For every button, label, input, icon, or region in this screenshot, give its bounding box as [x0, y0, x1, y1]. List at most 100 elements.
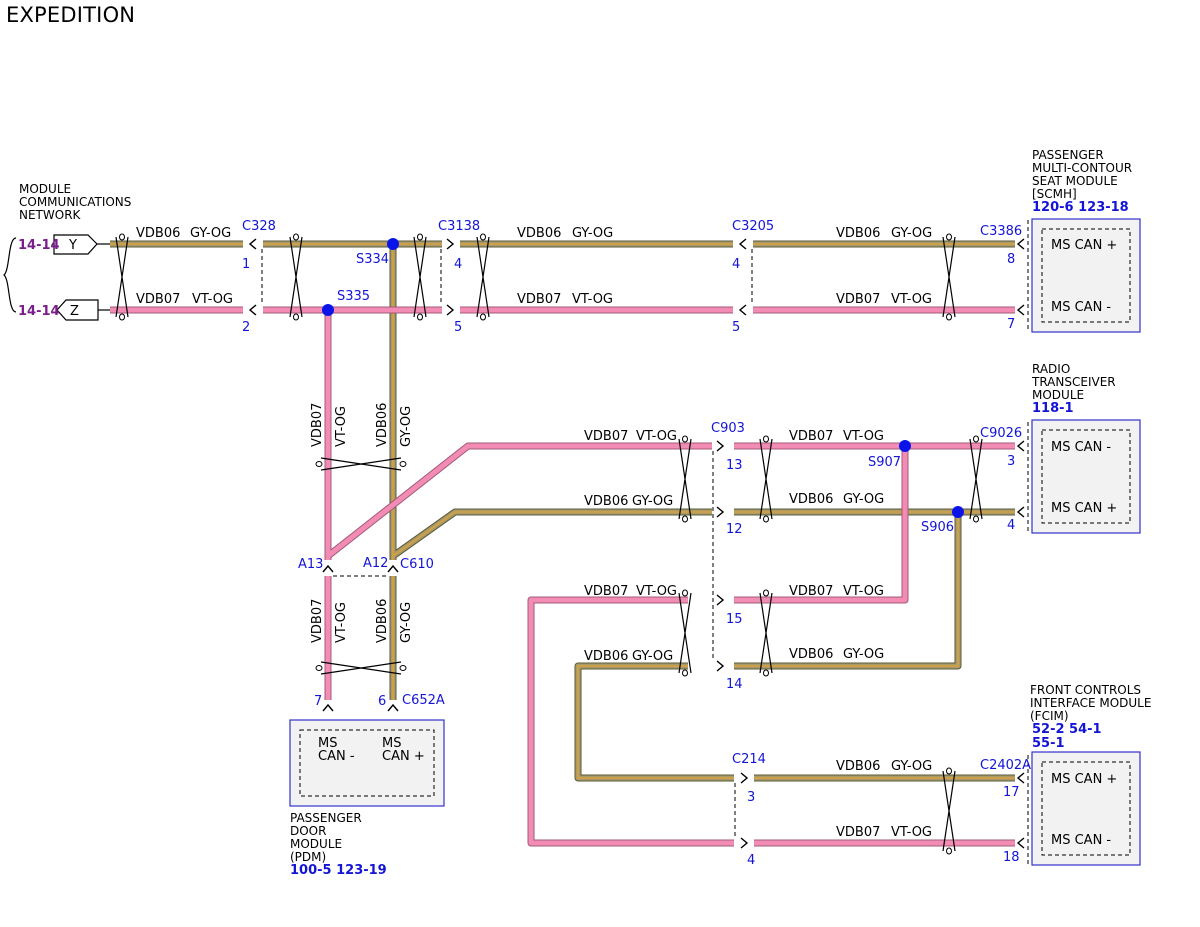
rtm-module-box	[1031, 419, 1141, 534]
connector-c328: C328	[242, 219, 276, 234]
circuit-label: VDB06	[517, 226, 561, 241]
color-label: GY-OG	[891, 759, 932, 774]
svg-text:5: 5	[732, 320, 740, 335]
svg-text:CAN +: CAN +	[382, 749, 425, 764]
mcn-ref-y[interactable]: 14-14	[18, 238, 60, 253]
svg-text:7: 7	[1007, 317, 1015, 332]
connector-c3386: C3386	[980, 224, 1022, 239]
color-label: VT-OG	[334, 406, 349, 447]
splice-dots	[322, 238, 964, 518]
svg-text:INTERFACE MODULE: INTERFACE MODULE	[1030, 696, 1151, 710]
color-label: GY-OG	[632, 494, 673, 509]
svg-text:3: 3	[1007, 454, 1015, 469]
svg-text:8: 8	[1007, 252, 1015, 267]
circuit-label: VDB06	[375, 403, 390, 447]
color-label: GY-OG	[190, 226, 231, 241]
connector-c214: C214	[732, 752, 766, 767]
svg-text:3: 3	[747, 790, 755, 805]
fcim-labels: FRONT CONTROLS INTERFACE MODULE (FCIM) 5…	[1030, 683, 1151, 848]
mcn-arrows	[3, 234, 110, 321]
connector-a13: A13	[298, 557, 323, 572]
module-boxes	[289, 218, 1141, 866]
svg-text:13: 13	[726, 458, 743, 473]
splice-label-s334: S334	[356, 252, 389, 267]
circuit-label: VDB06	[136, 226, 180, 241]
svg-text:[SCMH]: [SCMH]	[1032, 187, 1077, 201]
connector-c3138: C3138	[438, 219, 480, 234]
svg-text:PASSENGER: PASSENGER	[290, 811, 362, 825]
scmh-refs[interactable]: 120-6 123-18	[1032, 200, 1129, 215]
arrow-z-icon	[56, 299, 99, 321]
splice-label-s335: S335	[337, 289, 370, 304]
color-label: VT-OG	[891, 292, 932, 307]
circuit-label: VDB07	[836, 825, 880, 840]
svg-text:TRANSCEIVER: TRANSCEIVER	[1031, 375, 1116, 389]
svg-text:RADIO: RADIO	[1032, 362, 1070, 376]
color-label: VT-OG	[636, 584, 677, 599]
svg-text:SEAT MODULE: SEAT MODULE	[1032, 174, 1118, 188]
scmh-module-box	[1031, 218, 1141, 333]
color-label: GY-OG	[572, 226, 613, 241]
color-label: VT-OG	[334, 602, 349, 643]
svg-text:4: 4	[454, 257, 462, 272]
color-label: VT-OG	[843, 429, 884, 444]
svg-text:CAN -: CAN -	[318, 749, 355, 764]
svg-text:17: 17	[1003, 785, 1020, 800]
color-label: GY-OG	[843, 647, 884, 662]
pdm-refs[interactable]: 100-5 123-19	[290, 863, 387, 878]
pdm-labels: PASSENGER DOOR MODULE (PDM) 100-5 123-19…	[290, 736, 425, 878]
arrow-y-icon	[53, 234, 98, 255]
splice-label-s906: S906	[921, 520, 954, 535]
mcn-label-line3: NETWORK	[19, 208, 82, 222]
connector-dashes	[261, 220, 1029, 865]
page-title: EXPEDITION	[6, 3, 136, 27]
svg-text:1: 1	[242, 257, 250, 272]
color-label: GY-OG	[632, 649, 673, 664]
svg-text:MS CAN +: MS CAN +	[1051, 238, 1117, 253]
svg-text:MS CAN -: MS CAN -	[1051, 440, 1111, 455]
connector-a12: A12	[363, 556, 388, 571]
svg-text:(FCIM): (FCIM)	[1030, 709, 1069, 723]
splice-s907	[899, 440, 911, 452]
svg-text:(PDM): (PDM)	[290, 850, 326, 864]
vt-og-wires	[110, 306, 1015, 847]
svg-text:FRONT CONTROLS: FRONT CONTROLS	[1030, 683, 1141, 697]
color-label: VT-OG	[572, 292, 613, 307]
fcim-refs-1[interactable]: 52-2 54-1	[1032, 722, 1102, 737]
svg-text:DOOR: DOOR	[290, 824, 326, 838]
splice-labels: S334 S335 S907 S906	[337, 252, 954, 535]
circuit-label: VDB06	[375, 599, 390, 643]
fcim-refs-2[interactable]: 55-1	[1032, 736, 1065, 751]
connector-labels: C328 C3138 C3205 C3386 C903 C9026 C610 A…	[242, 219, 1031, 773]
circuit-label: VDB07	[584, 429, 628, 444]
circuit-label: VDB06	[836, 759, 880, 774]
svg-text:MS CAN -: MS CAN -	[1051, 833, 1111, 848]
mcn-ref-z[interactable]: 14-14	[18, 304, 60, 319]
svg-text:MS CAN -: MS CAN -	[1051, 300, 1111, 315]
rtm-refs[interactable]: 118-1	[1032, 401, 1074, 416]
svg-text:14: 14	[726, 677, 743, 692]
circuit-labels: VDB06 GY-OG VDB07 VT-OG VDB06 GY-OG VDB0…	[136, 226, 932, 840]
connector-c652a: C652A	[402, 693, 445, 708]
svg-text:12: 12	[726, 522, 743, 537]
splice-s335	[322, 304, 334, 316]
color-label: GY-OG	[399, 406, 414, 447]
circuit-label: VDB06	[789, 492, 833, 507]
arrow-z-label: Z	[70, 304, 79, 319]
connector-c2402a: C2402A	[980, 758, 1031, 773]
circuit-label: VDB06	[789, 647, 833, 662]
splice-s334	[387, 238, 399, 250]
connector-chevrons	[248, 238, 1025, 849]
color-label: VT-OG	[843, 584, 884, 599]
circuit-label: VDB06	[836, 226, 880, 241]
color-label: GY-OG	[399, 602, 414, 643]
svg-text:PASSENGER: PASSENGER	[1032, 148, 1104, 162]
circuit-label: VDB07	[517, 292, 561, 307]
svg-text:MS CAN +: MS CAN +	[1051, 772, 1117, 787]
svg-text:MS: MS	[382, 736, 401, 751]
svg-text:4: 4	[1007, 518, 1015, 533]
connector-c903: C903	[711, 421, 745, 436]
svg-text:MODULE: MODULE	[290, 837, 342, 851]
svg-text:MS: MS	[318, 736, 337, 751]
